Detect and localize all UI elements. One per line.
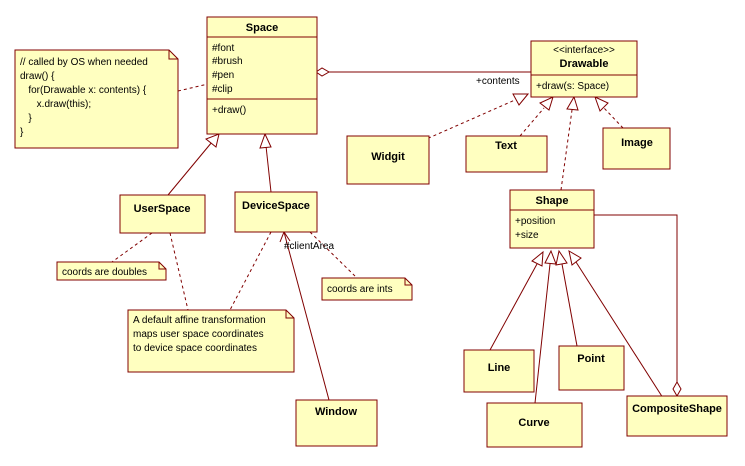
class-space[interactable]: Space #font #brush #pen #clip +draw() <box>206 16 318 135</box>
class-compositeshape-name: CompositeShape <box>632 403 722 415</box>
triangle-compositeshape-shape <box>568 249 582 266</box>
class-compositeshape[interactable]: CompositeShape <box>626 395 728 437</box>
aggregation-diamond-space <box>315 67 331 77</box>
generalization-devicespace-space <box>265 145 272 193</box>
note-anchor-affine-user <box>169 232 189 311</box>
class-text-name: Text <box>495 140 517 152</box>
note-anchor-affine-device <box>229 231 272 311</box>
class-userspace-name: UserSpace <box>134 203 191 215</box>
note-coords-doubles[interactable]: coords are doubles <box>56 261 167 281</box>
generalization-curve-shape <box>534 263 551 404</box>
class-image[interactable]: Image <box>602 127 671 170</box>
class-text[interactable]: Text <box>465 135 548 173</box>
class-devicespace[interactable]: DeviceSpace <box>234 191 318 233</box>
class-line-name: Line <box>488 362 511 374</box>
note-coords-ints[interactable]: coords are ints <box>321 277 413 301</box>
class-curve-name: Curve <box>518 417 549 429</box>
note-anchor-doubles <box>111 232 153 263</box>
class-window[interactable]: Window <box>295 399 378 447</box>
class-window-name: Window <box>315 406 357 418</box>
generalization-line-shape <box>489 263 538 351</box>
note-draw-code[interactable]: // called by OS when needed draw() { for… <box>14 49 179 149</box>
note-draw-line-3: for(Drawable x: contents) { <box>20 85 147 96</box>
role-label-contents: +contents <box>476 76 520 87</box>
note-draw-line-4: x.draw(this); <box>20 99 91 110</box>
realization-image-drawable <box>603 107 624 129</box>
triangle-image-drawable <box>594 96 609 112</box>
note-doubles-text: coords are doubles <box>62 267 147 278</box>
class-widgit[interactable]: Widgit <box>346 135 430 185</box>
realization-shape-drawable <box>560 109 573 191</box>
class-widgit-name: Widgit <box>371 151 405 163</box>
note-draw-line-5: } <box>20 113 32 124</box>
note-anchor-ints <box>309 231 358 279</box>
class-shape[interactable]: Shape +position +size <box>509 189 595 249</box>
class-shape-name: Shape <box>535 195 568 207</box>
shape-attr-size: +size <box>515 230 539 241</box>
drawable-op-draw: +draw(s: Space) <box>536 81 609 92</box>
triangle-userspace-space <box>205 133 220 148</box>
class-point-name: Point <box>577 353 605 365</box>
class-point[interactable]: Point <box>558 345 625 391</box>
note-draw-line-2: draw() { <box>20 71 55 82</box>
class-drawable-name: Drawable <box>560 58 609 70</box>
triangle-devicespace-space <box>259 132 272 149</box>
note-draw-line-1: // called by OS when needed <box>20 57 148 68</box>
note-affine-line-2: maps user space coordinates <box>133 329 264 340</box>
realization-text-drawable <box>519 107 545 137</box>
aggregation-diamond-compositeshape <box>672 380 682 398</box>
triangle-curve-shape <box>544 249 557 265</box>
generalization-point-shape <box>561 263 578 347</box>
triangle-line-shape <box>531 250 544 267</box>
class-space-name: Space <box>246 22 278 34</box>
class-image-name: Image <box>621 137 653 149</box>
class-curve[interactable]: Curve <box>486 402 583 448</box>
space-attr-pen: #pen <box>212 70 234 81</box>
space-attr-font: #font <box>212 43 234 54</box>
generalization-compositeshape-shape <box>575 261 664 399</box>
triangle-point-shape <box>555 249 568 266</box>
class-line[interactable]: Line <box>463 349 535 393</box>
class-devicespace-name: DeviceSpace <box>242 200 310 212</box>
space-attr-clip: #clip <box>212 84 233 95</box>
drawable-stereotype: <<interface>> <box>553 45 615 56</box>
class-userspace[interactable]: UserSpace <box>119 194 206 234</box>
association-window-devicespace <box>283 231 330 401</box>
space-op-draw: +draw() <box>212 105 246 116</box>
note-affine-line-3: to device space coordinates <box>133 343 257 354</box>
note-affine[interactable]: A default affine transformation maps use… <box>127 309 295 373</box>
note-draw-line-6: } <box>20 127 24 138</box>
aggregation-compositeshape-shape <box>594 214 678 382</box>
triangle-shape-drawable <box>566 95 579 111</box>
space-attr-brush: #brush <box>212 56 243 67</box>
generalization-userspace-space <box>167 141 213 196</box>
shape-attr-position: +position <box>515 216 555 227</box>
note-ints-text: coords are ints <box>327 284 393 295</box>
role-label-client-area: #clientArea <box>284 241 334 252</box>
class-drawable[interactable]: <<interface>> Drawable +draw(s: Space) <box>530 40 638 98</box>
triangle-widgit-drawable <box>512 93 530 106</box>
triangle-text-drawable <box>539 96 554 111</box>
note-affine-line-1: A default affine transformation <box>133 315 266 326</box>
note-anchor-draw <box>177 83 209 92</box>
